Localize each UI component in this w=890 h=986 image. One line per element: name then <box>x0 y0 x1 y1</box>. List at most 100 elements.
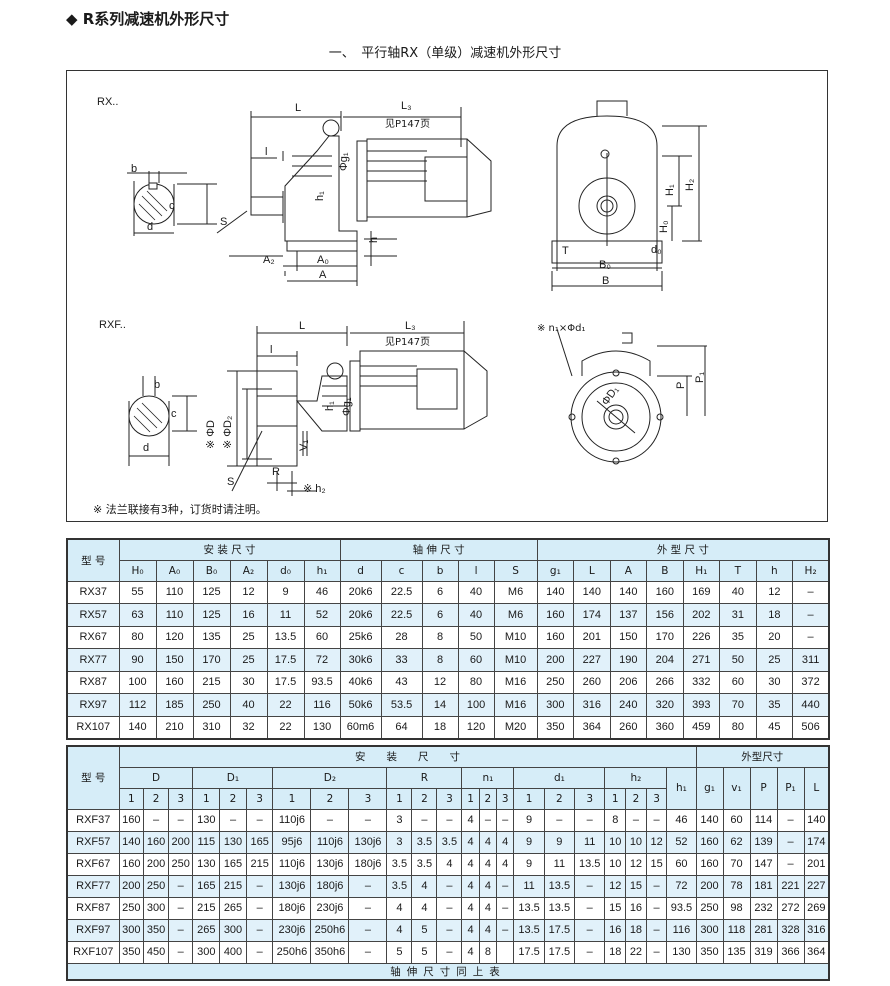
value-cell: 15 <box>604 896 627 920</box>
value-cell: 8 <box>421 625 459 649</box>
value-cell: 139 <box>749 830 778 854</box>
value-cell: 4 <box>461 830 480 854</box>
value-cell: 226 <box>682 625 721 649</box>
rx-label-B0: B₀ <box>599 259 611 271</box>
value-cell: 93.5 <box>303 670 341 694</box>
value-cell: 114 <box>749 808 778 832</box>
rxf-label-S: S <box>227 476 234 488</box>
value-cell: 227 <box>803 874 830 898</box>
value-cell: – <box>219 808 247 832</box>
value-cell: – <box>792 580 830 604</box>
column-subgroup-header: D <box>118 766 194 789</box>
value-cell: 160 <box>695 830 724 854</box>
value-cell: 50 <box>457 625 495 649</box>
value-cell: 95j6 <box>272 830 312 854</box>
value-cell: 170 <box>646 625 684 649</box>
column-subgroup-header: R <box>386 766 463 789</box>
value-cell: 13.5 <box>513 918 545 942</box>
value-cell: 50k6 <box>339 693 382 717</box>
value-cell: – <box>411 808 438 832</box>
value-cell: 265 <box>219 896 247 920</box>
value-cell: – <box>436 874 463 898</box>
value-cell: 10 <box>625 830 647 854</box>
value-cell: 25k6 <box>339 625 382 649</box>
rx-label-d: d <box>147 221 153 233</box>
value-cell: 311 <box>792 648 830 672</box>
value-cell: 60 <box>719 670 757 694</box>
value-cell: 180j6 <box>310 874 350 898</box>
value-cell: 180j6 <box>348 852 388 876</box>
rx-label-H0: H₀ <box>658 220 670 233</box>
column-header: c <box>380 559 423 582</box>
value-cell: 9 <box>266 580 305 604</box>
variant-header: 1 <box>604 787 627 810</box>
value-cell: 46 <box>303 580 341 604</box>
value-cell <box>496 940 515 964</box>
value-cell: 332 <box>682 670 721 694</box>
value-cell: 55 <box>118 580 157 604</box>
model-cell: RX97 <box>66 693 120 717</box>
value-cell: 4 <box>478 874 498 898</box>
variant-header: 3 <box>436 787 463 810</box>
variant-header: 2 <box>219 787 247 810</box>
value-cell: 22.5 <box>380 580 423 604</box>
value-cell: 52 <box>666 830 697 854</box>
value-cell: 9 <box>513 808 545 832</box>
value-cell: 140 <box>695 808 724 832</box>
value-cell: 130j6 <box>272 874 312 898</box>
value-cell: 140 <box>803 808 830 832</box>
value-cell: 181 <box>749 874 778 898</box>
rx-output-shaft <box>250 196 284 216</box>
value-cell: – <box>348 808 388 832</box>
rxf-label-d: d <box>143 442 149 454</box>
value-cell: 4 <box>478 830 498 854</box>
value-cell: 13.5 <box>543 874 576 898</box>
model-column-header: 型 号 <box>66 745 120 810</box>
column-group-header: 安 装 尺 寸 <box>118 745 697 768</box>
column-header: B <box>646 559 684 582</box>
value-cell: 4 <box>461 896 480 920</box>
value-cell: 300 <box>118 918 145 942</box>
value-cell: 116 <box>303 693 341 717</box>
value-cell: 364 <box>803 940 830 964</box>
value-cell: 35 <box>755 693 794 717</box>
value-cell: 350 <box>143 918 169 942</box>
value-cell: 300 <box>143 896 169 920</box>
value-cell: – <box>496 874 515 898</box>
value-cell: 45 <box>755 715 794 739</box>
value-cell: 310 <box>192 715 231 739</box>
value-cell: – <box>792 625 830 649</box>
value-cell: 20k6 <box>339 580 382 604</box>
value-cell: 62 <box>722 830 751 854</box>
value-cell: 40 <box>457 603 495 627</box>
value-cell: 8 <box>478 940 498 964</box>
variant-header: 3 <box>645 787 668 810</box>
column-group-header: 外 型 尺 寸 <box>536 538 830 561</box>
value-cell: 18 <box>421 715 459 739</box>
rxf-label-D1: ΦD₁ <box>600 384 622 408</box>
variant-header: 3 <box>245 787 274 810</box>
value-cell: 112 <box>118 693 157 717</box>
rxf-label-D2: ※ ΦD₂ <box>222 416 234 449</box>
column-header: g₁ <box>536 559 575 582</box>
value-cell: 260 <box>609 715 648 739</box>
value-cell: 11 <box>513 874 545 898</box>
variant-header: 1 <box>386 787 413 810</box>
value-cell: 70 <box>722 852 751 876</box>
value-cell: 100 <box>457 693 495 717</box>
value-cell: 250 <box>118 896 145 920</box>
value-cell: 53.5 <box>380 693 423 717</box>
model-cell: RXF37 <box>66 808 120 832</box>
rx-label-A0: A₀ <box>317 254 329 266</box>
value-cell: – <box>348 874 388 898</box>
section-subtitle: 一、 平行轴RX（单级）减速机外形尺寸 <box>328 46 562 61</box>
value-cell: 300 <box>219 918 247 942</box>
value-cell: 125 <box>192 603 231 627</box>
value-cell: 300 <box>192 940 221 964</box>
value-cell: 272 <box>776 896 805 920</box>
variant-header: 1 <box>461 787 480 810</box>
value-cell: – <box>543 808 576 832</box>
